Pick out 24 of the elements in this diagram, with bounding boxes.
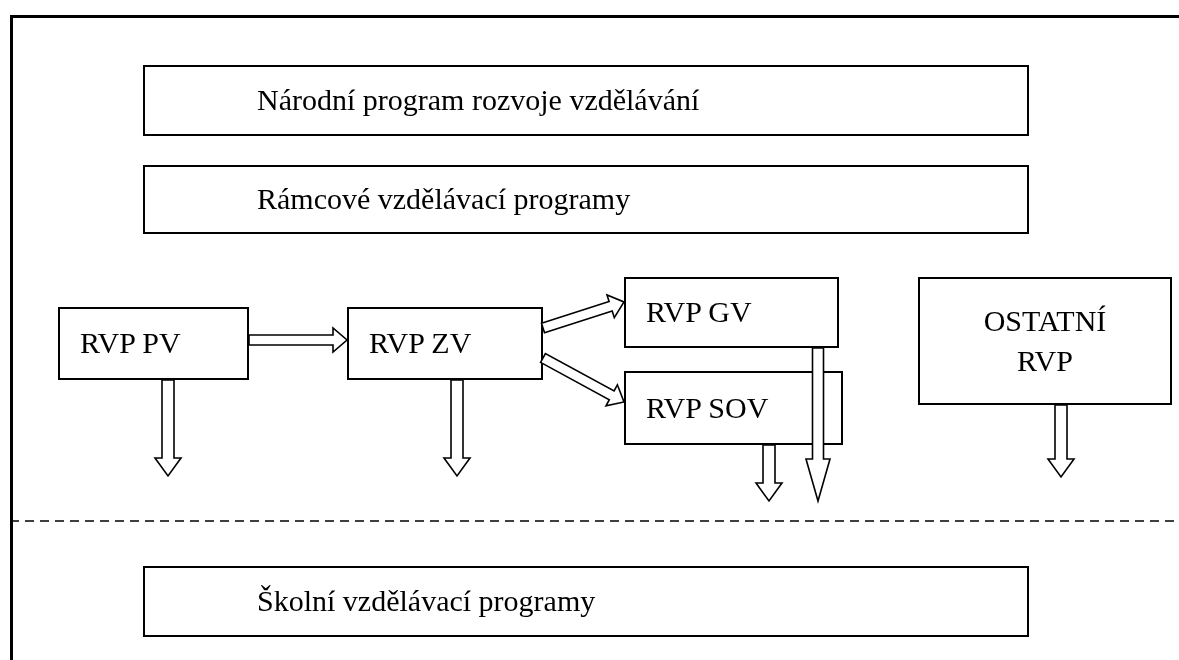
block-arrow	[539, 352, 626, 408]
box-label: RVP PV	[80, 325, 181, 362]
block-arrow	[540, 293, 626, 334]
box-label: Národní program rozvoje vzdělávání	[257, 82, 700, 119]
program-box	[624, 277, 839, 348]
block-arrow	[804, 347, 832, 504]
box-label: RVP ZV	[369, 325, 472, 362]
program-box	[143, 566, 1029, 637]
block-arrow	[1046, 404, 1076, 479]
block-arrow	[754, 444, 784, 503]
program-box	[918, 277, 1172, 405]
box-label: Rámcové vzdělávací programy	[257, 181, 631, 218]
block-arrow	[153, 379, 183, 478]
block-arrow	[442, 379, 472, 478]
box-label: RVP GV	[646, 294, 752, 331]
box-label: OSTATNÍ RVP	[982, 302, 1108, 379]
block-arrow	[248, 326, 349, 354]
box-label: RVP SOV	[646, 389, 769, 426]
box-label: Školní vzdělávací programy	[257, 583, 596, 620]
program-box	[143, 165, 1029, 234]
program-box	[624, 371, 843, 445]
program-box	[143, 65, 1029, 136]
program-box	[347, 307, 543, 380]
program-box	[58, 307, 249, 380]
